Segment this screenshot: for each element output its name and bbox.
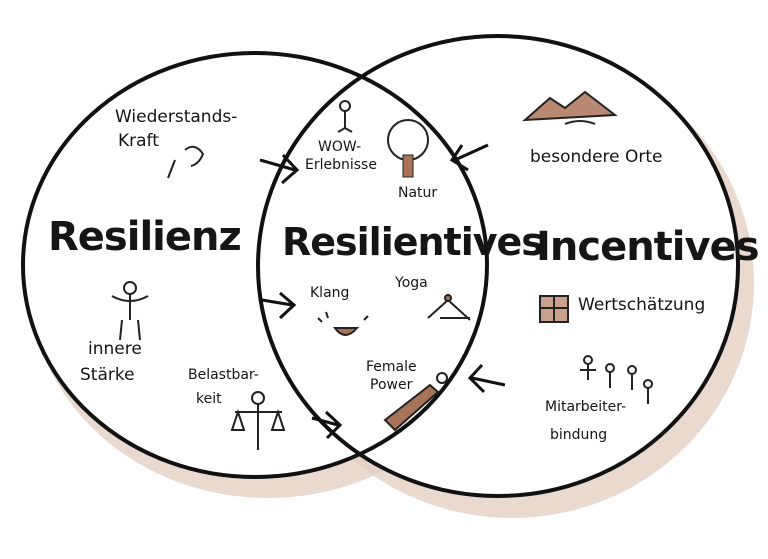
mountains-icon bbox=[522, 90, 618, 125]
label-female: Female bbox=[366, 359, 417, 375]
label-power: Power bbox=[370, 377, 413, 393]
label-wertschaetzung: Wertschätzung bbox=[578, 295, 706, 315]
yoga-icon bbox=[427, 294, 471, 321]
title-resilienz: Resilienz bbox=[48, 214, 242, 260]
label-innere: innere bbox=[88, 339, 142, 359]
label-yoga: Yoga bbox=[395, 275, 428, 291]
label-bindung: bindung bbox=[550, 427, 608, 443]
label-staerke: Stärke bbox=[80, 365, 135, 385]
people-icon bbox=[580, 355, 653, 404]
label-wow: WOW- bbox=[318, 139, 362, 155]
label-belastbarkeit-2: keit bbox=[196, 391, 222, 407]
label-besondere-orte: besondere Orte bbox=[530, 147, 663, 167]
label-erlebnisse: Erlebnisse bbox=[305, 157, 377, 173]
right-circle bbox=[256, 34, 740, 498]
label-widerstandskraft-2: Kraft bbox=[118, 131, 159, 151]
left-circle bbox=[21, 51, 489, 479]
gift-icon bbox=[539, 295, 569, 323]
singing-bowl-icon bbox=[317, 311, 369, 336]
label-natur: Natur bbox=[398, 185, 438, 201]
title-resilientives: Resilientives bbox=[282, 220, 544, 264]
superhero-icon bbox=[383, 372, 448, 432]
arrow-icon bbox=[259, 143, 506, 440]
person-wow-icon bbox=[337, 100, 353, 133]
label-belastbarkeit-1: Belastbar- bbox=[188, 367, 259, 383]
scale-person-icon bbox=[230, 391, 286, 450]
label-widerstandskraft-1: Wiederstands- bbox=[115, 107, 238, 127]
title-incentives: Incentives bbox=[536, 224, 760, 270]
strong-person-icon bbox=[111, 281, 149, 341]
label-klang: Klang bbox=[310, 285, 350, 301]
label-mitarbeiter: Mitarbeiter- bbox=[545, 399, 627, 415]
hand-icon bbox=[167, 145, 205, 179]
tree-icon bbox=[387, 119, 429, 178]
